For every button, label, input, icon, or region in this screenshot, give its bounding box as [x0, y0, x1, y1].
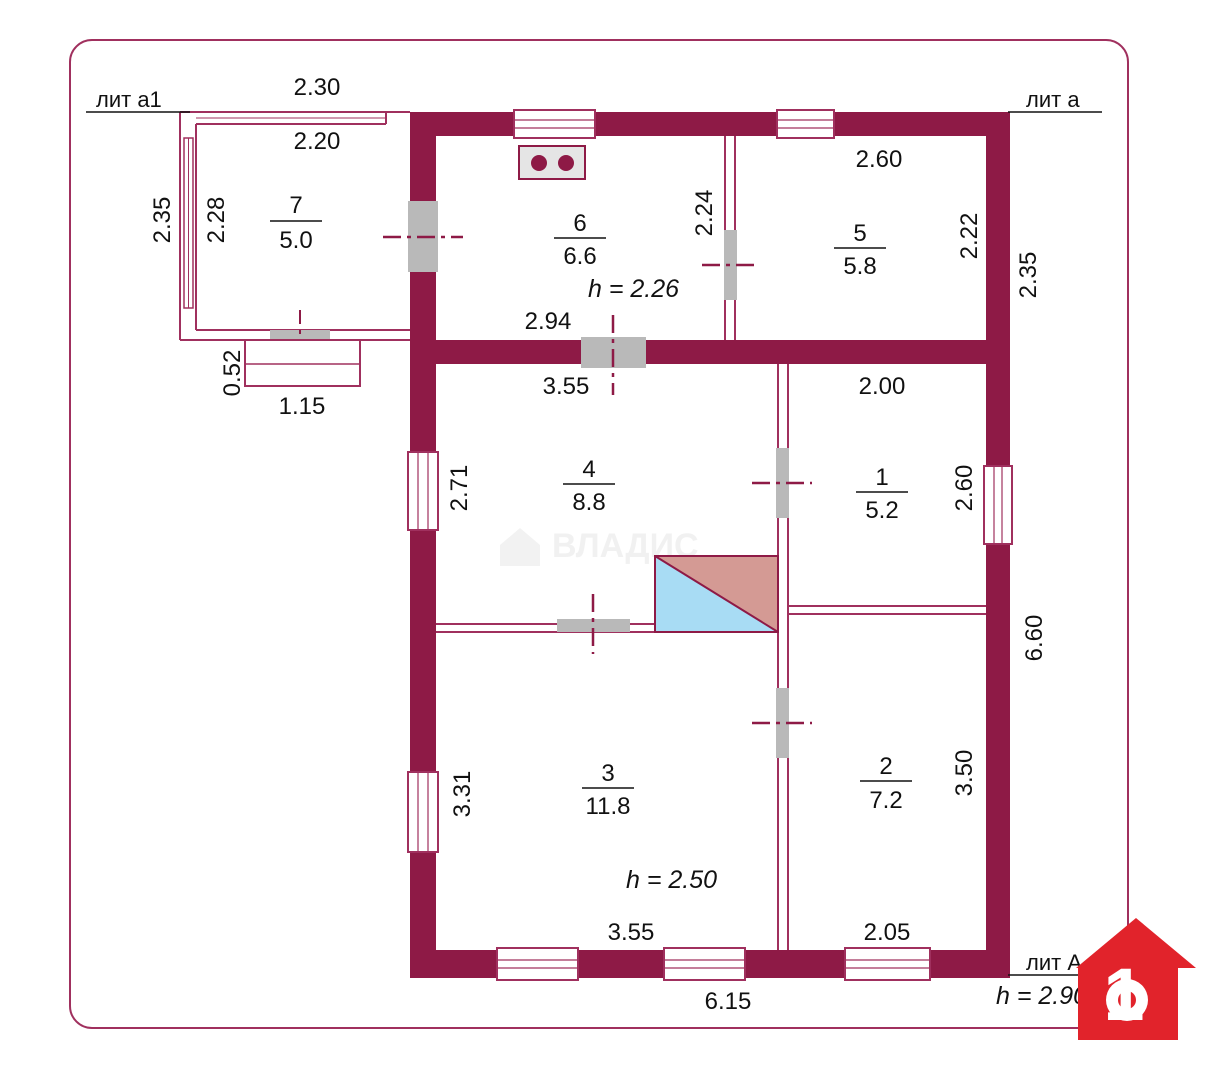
room-6-number: 6	[573, 210, 586, 237]
height-lit-a: h = 2.26	[588, 275, 679, 303]
room-4-number: 4	[582, 456, 595, 483]
room-5-number: 5	[853, 220, 866, 247]
lit-a-label: лит а	[1026, 87, 1080, 112]
dim-r6-right: 2.24	[691, 190, 718, 237]
dim-outer-right-A: 6.60	[1021, 615, 1048, 662]
porch	[244, 339, 361, 387]
dim-a1-inner-left: 2.28	[203, 197, 230, 244]
stairs	[654, 555, 779, 633]
dim-outer-bottom: 6.15	[705, 988, 752, 1015]
dim-outer-right-a: 2.35	[1015, 252, 1042, 299]
room-5-area: 5.8	[843, 253, 876, 280]
room-1-number: 1	[875, 464, 888, 491]
dim-r5-right: 2.22	[956, 213, 983, 260]
logo-digit: 1	[1103, 953, 1144, 1036]
room-1-area: 5.2	[865, 497, 898, 524]
dim-r3-bottom: 3.55	[608, 919, 655, 946]
room-3-area: 11.8	[586, 793, 631, 820]
dim-r4-left: 2.71	[446, 465, 473, 512]
lit-A-label: лит А	[1026, 950, 1082, 975]
room-2-area: 7.2	[869, 787, 902, 814]
dim-r2-right: 3.50	[951, 750, 978, 797]
dim-r1-right: 2.60	[951, 465, 978, 512]
stove-icon	[518, 145, 586, 180]
dim-r4-top: 3.55	[543, 373, 590, 400]
annex-door	[270, 330, 330, 341]
room-7-number: 7	[289, 192, 302, 219]
dimensions-vertical: 2.35 2.28 0.52 2.24 2.22 2.35 2.71 2.60 …	[149, 190, 1048, 818]
height-lit-A: h = 2.50	[626, 866, 717, 894]
dim-a1-outer-top: 2.30	[294, 74, 341, 101]
room-4-area: 8.8	[572, 489, 605, 516]
dim-r2-bottom: 2.05	[864, 919, 911, 946]
room-7-area: 5.0	[279, 227, 312, 254]
dimensions-horizontal: 2.30 2.20 1.15 2.94 2.60 3.55 2.00 3.55 …	[279, 74, 911, 1015]
dim-r6-5-bottom: 2.94	[525, 308, 572, 335]
dim-a1-inner-top: 2.20	[294, 128, 341, 155]
room-labels: 7 5.0 6 6.6 5 5.8 4 8.8 1 5.2 3 11.8 2 7…	[270, 192, 912, 820]
height-main: h = 2.90	[996, 982, 1087, 1010]
room-3-number: 3	[601, 760, 614, 787]
dim-a1-outer-left: 2.35	[149, 197, 176, 244]
dim-porch-depth: 0.52	[219, 350, 246, 397]
dim-r5-top: 2.60	[856, 146, 903, 173]
windows	[407, 109, 1013, 981]
room-2-number: 2	[879, 753, 892, 780]
lit-a1-label: лит а1	[96, 87, 162, 112]
dim-r1-top: 2.00	[859, 373, 906, 400]
logo-icon: 1	[1076, 918, 1196, 1040]
room-6-area: 6.6	[563, 243, 596, 270]
watermark-house-icon	[500, 528, 540, 566]
dim-r3-left: 3.31	[449, 771, 476, 818]
plan-frame	[69, 39, 1129, 1029]
dim-porch-width: 1.15	[279, 393, 326, 420]
